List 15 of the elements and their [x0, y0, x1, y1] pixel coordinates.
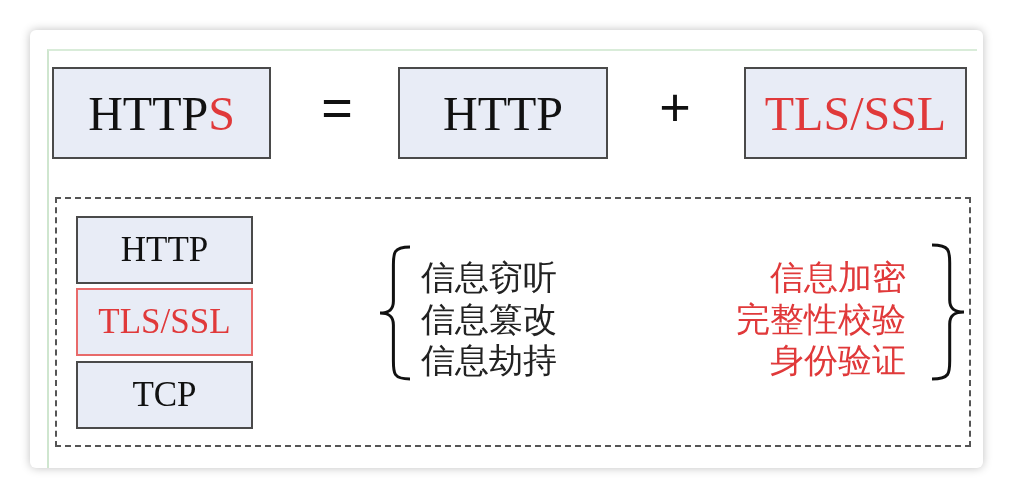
threat-label: 信息劫持	[421, 340, 558, 380]
feature-label: 身份验证	[769, 340, 906, 380]
layer-box: HTTP	[76, 216, 253, 284]
protocol-box: HTTPS	[52, 67, 271, 159]
layer-box: TCP	[76, 361, 253, 429]
protocol-box: TLS/SSL	[744, 67, 967, 159]
operator-sign: =	[320, 82, 354, 132]
operator-sign: +	[658, 82, 692, 132]
feature-label: 信息加密	[769, 257, 906, 297]
layer-box: TLS/SSL	[76, 288, 253, 356]
threat-label: 信息窃听	[421, 257, 558, 297]
threat-label: 信息篡改	[421, 299, 558, 339]
protocol-box: HTTP	[398, 67, 608, 159]
feature-label: 完整性校验	[735, 299, 906, 339]
dashed-frame	[55, 197, 971, 447]
